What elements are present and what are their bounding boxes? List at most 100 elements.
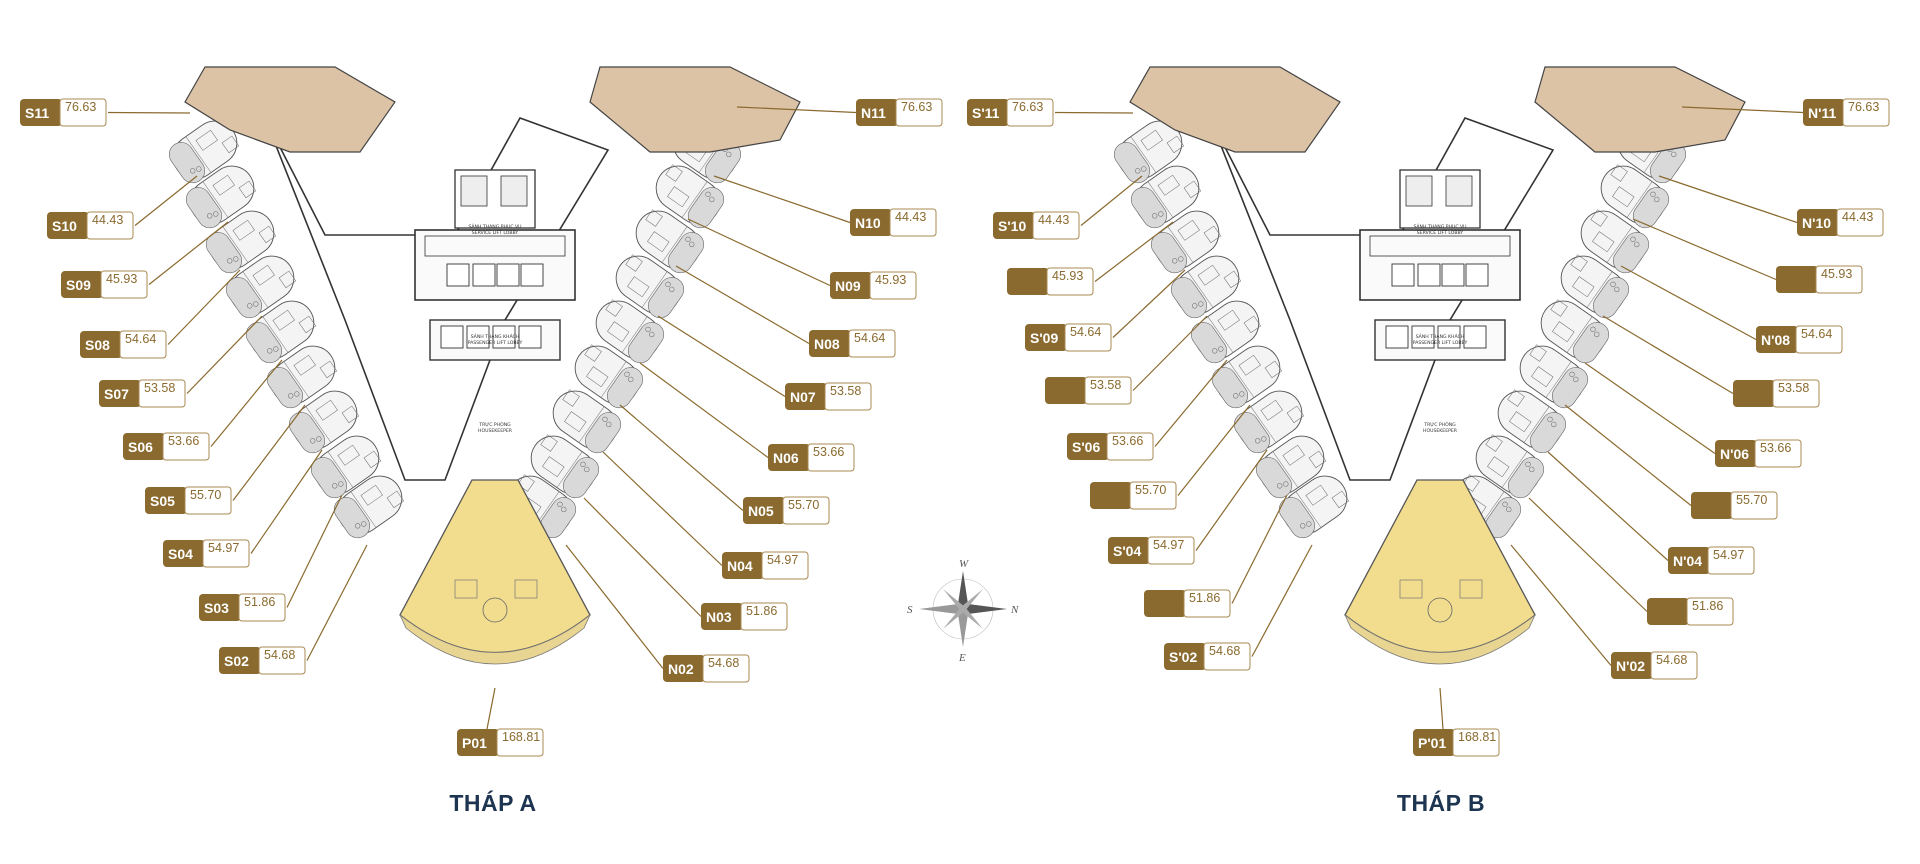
unit-code-box bbox=[1611, 652, 1653, 679]
unit-area: 54.97 bbox=[208, 541, 239, 555]
unit-area: 53.66 bbox=[813, 445, 844, 459]
unit-label-n10[interactable]: N10 44.43 bbox=[713, 175, 937, 237]
unit-area: 51.86 bbox=[244, 595, 275, 609]
compass-north-label: N bbox=[1010, 604, 1019, 616]
tower-b-corner-suite-north bbox=[1534, 66, 1746, 153]
compass-west-label: W bbox=[959, 558, 969, 570]
unit-area-box bbox=[258, 646, 306, 675]
unit-label-unnamed[interactable]: 51.86 bbox=[1528, 497, 1734, 626]
leader-line bbox=[1132, 315, 1208, 391]
unit-code-box bbox=[1067, 433, 1109, 460]
leader-line bbox=[1547, 451, 1669, 561]
unit-code: S06 bbox=[128, 439, 153, 455]
unit-label-unnamed[interactable]: 45.93 bbox=[1632, 218, 1863, 294]
unit-code-box bbox=[722, 552, 764, 579]
unit-area: 53.66 bbox=[1112, 434, 1143, 448]
unit-area-box bbox=[86, 211, 134, 240]
unit-label-unnamed[interactable]: 55.70 bbox=[1090, 404, 1251, 510]
unit-area-box bbox=[824, 382, 872, 411]
leader-line bbox=[657, 315, 786, 398]
unit-area-box bbox=[1129, 481, 1177, 510]
unit-area-box bbox=[1064, 323, 1112, 352]
unit-area-box bbox=[238, 593, 286, 622]
leader-line bbox=[1620, 265, 1757, 341]
unit-area: 44.43 bbox=[895, 210, 926, 224]
tower-b-housekeeper-label-en: HOUSEKEEPER bbox=[1423, 428, 1458, 434]
unit-area: 55.70 bbox=[1135, 483, 1166, 497]
unit-code: S10 bbox=[52, 218, 77, 234]
unit-label-unnamed[interactable]: 45.93 bbox=[1007, 221, 1174, 296]
leader-line bbox=[1564, 404, 1692, 506]
tower-b: SẢNH THANG PHỤC VỤ SERVICE LIFT LOBBY SẢ… bbox=[1109, 66, 1746, 816]
unit-area: 76.63 bbox=[901, 100, 932, 114]
unit-code: N02 bbox=[668, 661, 694, 677]
unit-area: 44.43 bbox=[92, 213, 123, 227]
unit-code: N10 bbox=[855, 215, 881, 231]
unit-area: 54.64 bbox=[1070, 325, 1101, 339]
unit-area: 54.97 bbox=[767, 553, 798, 567]
tower-a-title: THÁP A bbox=[449, 789, 536, 816]
unit-area-box bbox=[869, 271, 917, 300]
leader-line bbox=[1681, 106, 1804, 114]
unit-label-unnamed[interactable]: 51.86 bbox=[1144, 494, 1288, 618]
unit-area-box bbox=[848, 329, 896, 358]
tower-b-service-lobby-label: SẢNH THANG PHỤC VỤ bbox=[1413, 222, 1466, 230]
unit-label-s10[interactable]: S10 44.43 bbox=[47, 175, 198, 240]
unit-area-box bbox=[807, 443, 855, 472]
unit-label-unnamed[interactable]: 53.58 bbox=[1602, 315, 1820, 408]
unit-code-box bbox=[1090, 482, 1132, 509]
unit-area: 45.93 bbox=[1052, 269, 1083, 283]
unit-code-box bbox=[145, 487, 187, 514]
unit-area-box bbox=[138, 379, 186, 408]
unit-code: S'10 bbox=[998, 218, 1026, 234]
unit-code: S02 bbox=[224, 653, 249, 669]
unit-code-box bbox=[1144, 590, 1186, 617]
unit-label-unnamed[interactable]: 55.70 bbox=[1564, 404, 1778, 520]
unit-area: 53.58 bbox=[1778, 381, 1809, 395]
unit-area-box bbox=[1686, 597, 1734, 626]
unit-area: 53.58 bbox=[1090, 378, 1121, 392]
tower-a-corner-suite-south bbox=[184, 66, 396, 153]
unit-label-unnamed[interactable]: 53.58 bbox=[1045, 315, 1208, 405]
leader-line bbox=[602, 451, 723, 566]
leader-line bbox=[1510, 544, 1612, 666]
leader-line bbox=[232, 404, 306, 501]
unit-area: 54.68 bbox=[1209, 644, 1240, 658]
leader-line bbox=[736, 106, 857, 114]
unit-code-box bbox=[1803, 99, 1845, 126]
unit-area-box bbox=[889, 208, 937, 237]
